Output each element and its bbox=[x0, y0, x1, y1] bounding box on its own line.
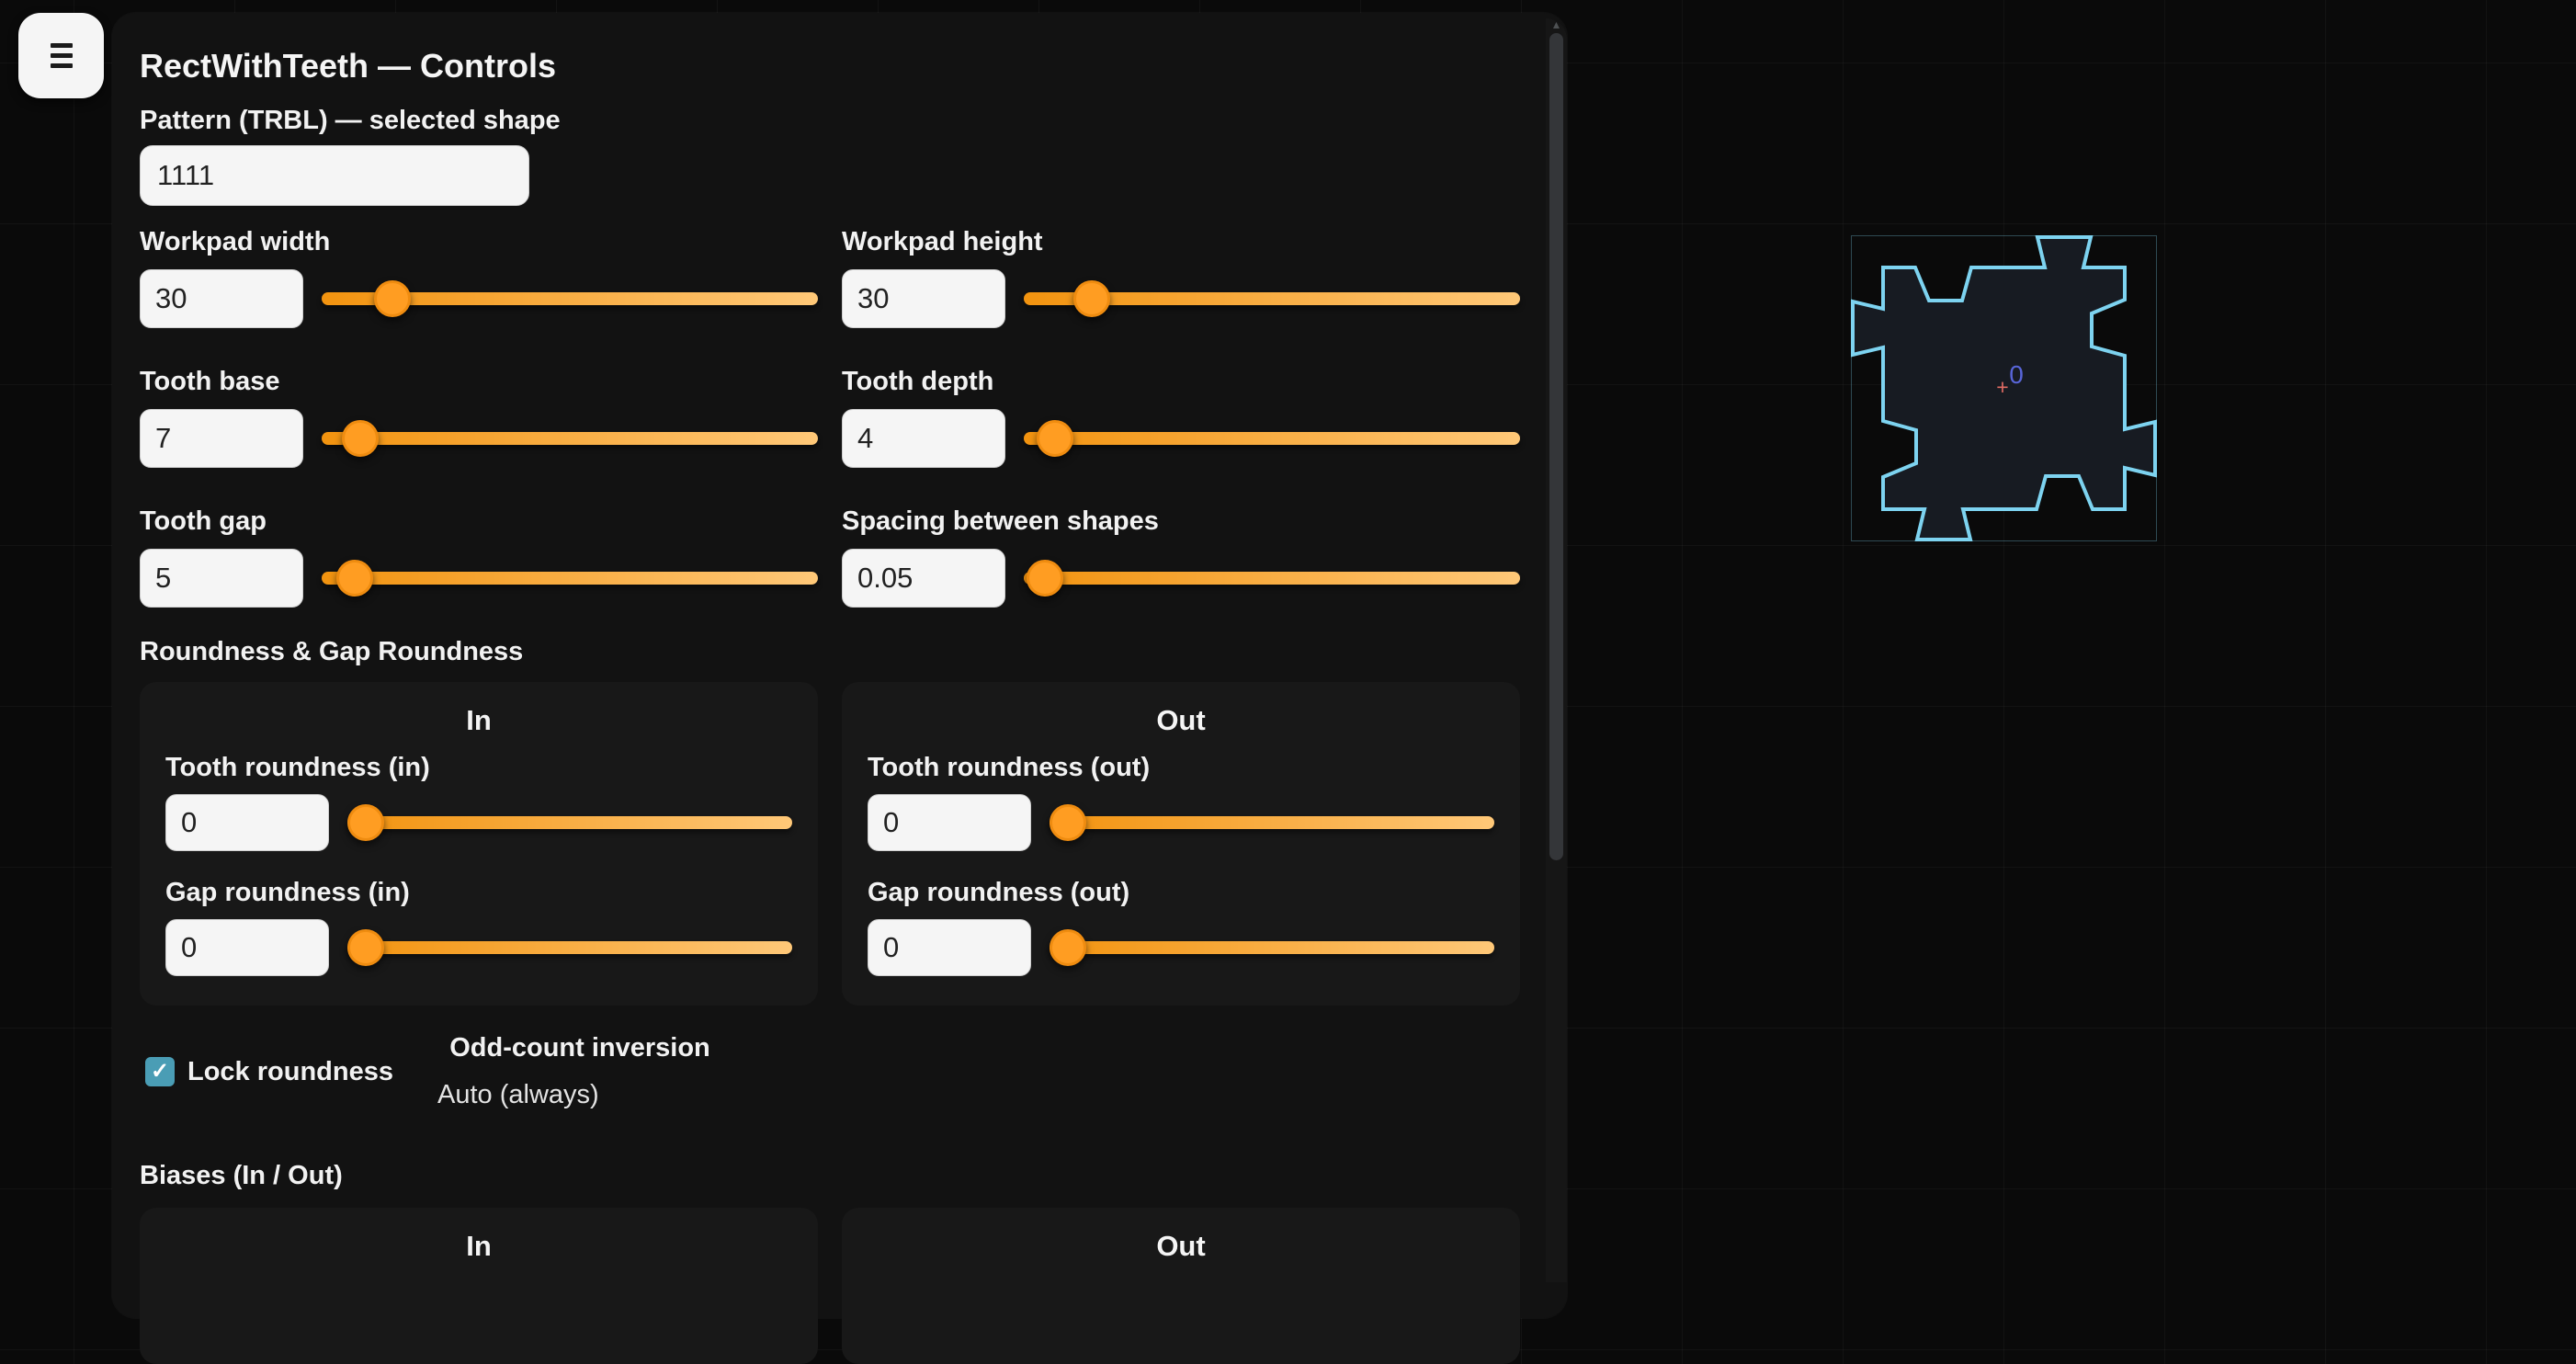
spacing-slider[interactable] bbox=[1024, 558, 1520, 598]
gap-roundness-out-label: Gap roundness (out) bbox=[868, 878, 1130, 907]
workpad-width-slider[interactable] bbox=[322, 278, 818, 319]
shape-bounding-box bbox=[1851, 235, 2157, 541]
slider-track bbox=[347, 816, 792, 829]
tooth-roundness-out-slider[interactable] bbox=[1050, 802, 1494, 843]
tooth-gap-slider[interactable] bbox=[322, 558, 818, 598]
card-title-in: In bbox=[466, 704, 492, 736]
slider-track bbox=[322, 292, 818, 305]
control-spacing: Spacing between shapes bbox=[842, 506, 1520, 608]
lock-roundness-checkbox[interactable]: ✓ Lock roundness bbox=[140, 1057, 421, 1087]
control-tooth-base: Tooth base bbox=[140, 366, 818, 469]
lock-roundness-label: Lock roundness bbox=[187, 1056, 393, 1086]
tooth-roundness-in-label: Tooth roundness (in) bbox=[165, 753, 430, 782]
slider-thumb[interactable] bbox=[1026, 560, 1063, 597]
slider-track bbox=[322, 572, 818, 585]
main-controls-grid: Workpad width Workpad height Tooth base bbox=[140, 226, 1567, 608]
tooth-depth-label: Tooth depth bbox=[842, 367, 994, 396]
panel-title: RectWithTeeth — Controls bbox=[140, 47, 557, 85]
origin-crosshair: + bbox=[1996, 375, 2008, 399]
slider-thumb[interactable] bbox=[347, 929, 384, 966]
odd-count-inversion-select[interactable]: Auto (always) bbox=[437, 1080, 599, 1109]
tooth-gap-input[interactable] bbox=[140, 549, 303, 608]
biases-card-title-in: In bbox=[466, 1230, 492, 1262]
slider-thumb[interactable] bbox=[1036, 420, 1073, 457]
slider-thumb[interactable] bbox=[336, 560, 374, 597]
pattern-label: Pattern (TRBL) — selected shape bbox=[140, 106, 561, 135]
slider-track bbox=[1024, 572, 1520, 585]
tooth-base-input[interactable] bbox=[140, 409, 303, 468]
slider-thumb[interactable] bbox=[1050, 929, 1086, 966]
controls-panel: RectWithTeeth — Controls Pattern (TRBL) … bbox=[112, 13, 1567, 1364]
roundness-cards: In Tooth roundness (in) Gap roundness (i… bbox=[140, 682, 1567, 1006]
tooth-base-slider[interactable] bbox=[322, 418, 818, 459]
tooth-roundness-in-input[interactable] bbox=[165, 794, 329, 851]
options-row: ✓ Lock roundness Odd-count inversion Aut… bbox=[140, 1033, 818, 1110]
gap-roundness-out-slider[interactable] bbox=[1050, 927, 1494, 968]
slider-track bbox=[1024, 432, 1520, 445]
slider-track bbox=[322, 432, 818, 445]
checkbox-check-icon[interactable]: ✓ bbox=[145, 1057, 175, 1086]
slider-thumb[interactable] bbox=[1073, 280, 1110, 317]
gap-roundness-out-input[interactable] bbox=[868, 919, 1031, 976]
tooth-depth-slider[interactable] bbox=[1024, 418, 1520, 459]
control-tooth-depth: Tooth depth bbox=[842, 366, 1520, 469]
shape-preview: + 0 bbox=[1851, 235, 2157, 541]
menu-button[interactable] bbox=[18, 13, 104, 98]
spacing-label: Spacing between shapes bbox=[842, 506, 1159, 536]
slider-thumb[interactable] bbox=[341, 420, 379, 457]
odd-count-inversion-label: Odd-count inversion bbox=[449, 1033, 710, 1063]
spacing-input[interactable] bbox=[842, 549, 1005, 608]
odd-count-inversion-group: Odd-count inversion Auto (always) bbox=[432, 1033, 728, 1110]
roundness-heading: Roundness & Gap Roundness bbox=[140, 637, 524, 666]
control-workpad-height: Workpad height bbox=[842, 226, 1520, 329]
card-title-out: Out bbox=[1156, 704, 1206, 736]
biases-card-in: In bbox=[140, 1208, 818, 1364]
hamburger-icon bbox=[50, 43, 73, 68]
rect-with-teeth-shape: + 0 bbox=[1851, 235, 2157, 541]
slider-track bbox=[1050, 941, 1494, 954]
roundness-card-out: Out Tooth roundness (out) Gap roundness … bbox=[842, 682, 1520, 1006]
biases-heading: Biases (In / Out) bbox=[140, 1161, 343, 1190]
origin-index-label: 0 bbox=[2009, 360, 2024, 389]
puzzle-shape-outline bbox=[1851, 235, 2157, 541]
tooth-depth-input[interactable] bbox=[842, 409, 1005, 468]
workpad-height-slider[interactable] bbox=[1024, 278, 1520, 319]
gap-roundness-in-slider[interactable] bbox=[347, 927, 792, 968]
tooth-roundness-out-label: Tooth roundness (out) bbox=[868, 753, 1151, 782]
slider-thumb[interactable] bbox=[373, 280, 411, 317]
slider-thumb[interactable] bbox=[1050, 804, 1086, 841]
control-workpad-width: Workpad width bbox=[140, 226, 818, 329]
tooth-base-label: Tooth base bbox=[140, 367, 280, 396]
workpad-height-label: Workpad height bbox=[842, 227, 1043, 256]
pattern-input[interactable] bbox=[140, 145, 529, 206]
slider-track bbox=[347, 941, 792, 954]
slider-track bbox=[1050, 816, 1494, 829]
biases-card-out: Out bbox=[842, 1208, 1520, 1364]
biases-card-title-out: Out bbox=[1156, 1230, 1206, 1262]
scrollbar-up-icon[interactable]: ▲ bbox=[1550, 18, 1562, 31]
workpad-height-input[interactable] bbox=[842, 269, 1005, 328]
control-tooth-gap: Tooth gap bbox=[140, 506, 818, 608]
roundness-card-in: In Tooth roundness (in) Gap roundness (i… bbox=[140, 682, 818, 1006]
workpad-width-label: Workpad width bbox=[140, 227, 331, 256]
gap-roundness-in-input[interactable] bbox=[165, 919, 329, 976]
biases-cards: In Out bbox=[140, 1208, 1567, 1364]
slider-thumb[interactable] bbox=[347, 804, 384, 841]
slider-track bbox=[1024, 292, 1520, 305]
tooth-roundness-in-slider[interactable] bbox=[347, 802, 792, 843]
panel-scrollbar-thumb[interactable] bbox=[1549, 33, 1563, 860]
gap-roundness-in-label: Gap roundness (in) bbox=[165, 878, 410, 907]
workpad-width-input[interactable] bbox=[140, 269, 303, 328]
tooth-gap-label: Tooth gap bbox=[140, 506, 267, 536]
tooth-roundness-out-input[interactable] bbox=[868, 794, 1031, 851]
